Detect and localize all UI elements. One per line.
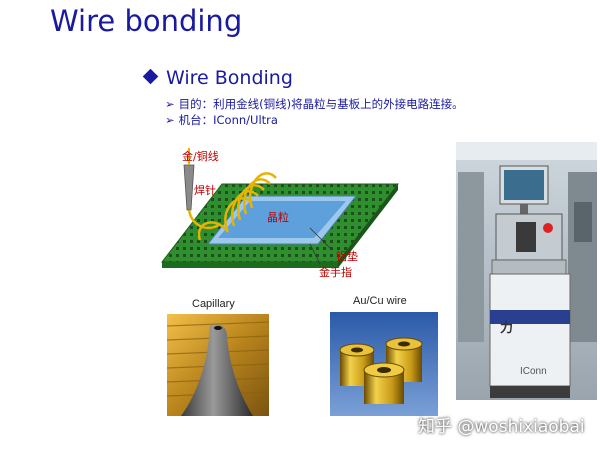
die-surface bbox=[218, 201, 346, 238]
machine-brand: IConn bbox=[520, 366, 547, 377]
wire-spools-photo bbox=[330, 312, 438, 416]
machine-plinth bbox=[490, 386, 570, 398]
finger-pointer bbox=[309, 243, 321, 265]
section-heading: Wire Bonding bbox=[142, 67, 293, 89]
head-optics bbox=[516, 222, 536, 252]
watermark: 知乎 @woshixiaobai bbox=[418, 417, 585, 437]
gold-wires bbox=[197, 172, 277, 241]
substrate-edge bbox=[162, 262, 338, 268]
capillary-photo bbox=[167, 314, 269, 416]
right-panel bbox=[574, 202, 592, 242]
bullet-purpose-text: 目的：利用金线(铜线)将晶粒与基板上的外接电路连接。 bbox=[178, 97, 464, 111]
label-die: 晶粒 bbox=[267, 211, 289, 224]
emergency-stop-icon bbox=[543, 223, 553, 233]
bullet-machine: ➢机台：IConn/Ultra bbox=[165, 112, 278, 128]
ceiling bbox=[456, 142, 597, 160]
label-finger: 金手指 bbox=[319, 266, 352, 279]
capillary-caption: Capillary bbox=[192, 298, 235, 310]
left-cabinet bbox=[458, 172, 484, 342]
machine-base bbox=[489, 273, 571, 387]
capillary-hole bbox=[214, 326, 222, 330]
arrow-bullet-icon: ➢ bbox=[165, 113, 175, 127]
arrow-bullet-icon: ➢ bbox=[165, 97, 175, 111]
bullet-purpose: ➢目的：利用金线(铜线)将晶粒与基板上的外接电路连接。 bbox=[165, 96, 464, 112]
bonding-machine-photo: 力 IConn bbox=[456, 142, 597, 400]
capillary-tip bbox=[181, 324, 253, 416]
capillary-needle bbox=[183, 164, 195, 211]
label-pad: 铝垫 bbox=[336, 250, 358, 263]
label-needle: 焊针 bbox=[194, 184, 216, 197]
bullet-machine-text: 机台：IConn/Ultra bbox=[178, 113, 278, 127]
spool-front bbox=[363, 362, 405, 404]
wire-caption: Au/Cu wire bbox=[353, 295, 407, 307]
diamond-bullet-icon bbox=[142, 68, 159, 85]
machine-panel-char: 力 bbox=[500, 320, 513, 336]
page-title: Wire bonding bbox=[50, 4, 243, 38]
monitor-stand bbox=[520, 204, 528, 214]
label-wire: 金/铜线 bbox=[182, 150, 219, 163]
section-heading-text: Wire Bonding bbox=[166, 67, 293, 89]
bonding-wire bbox=[187, 209, 221, 230]
pad-pointer bbox=[309, 227, 333, 251]
wire-bonding-diagram bbox=[160, 148, 400, 268]
substrate-side bbox=[338, 184, 398, 268]
monitor-screen bbox=[504, 170, 544, 200]
right-equipment bbox=[568, 172, 597, 342]
work-table bbox=[491, 259, 567, 275]
brand-stripe bbox=[490, 310, 570, 324]
